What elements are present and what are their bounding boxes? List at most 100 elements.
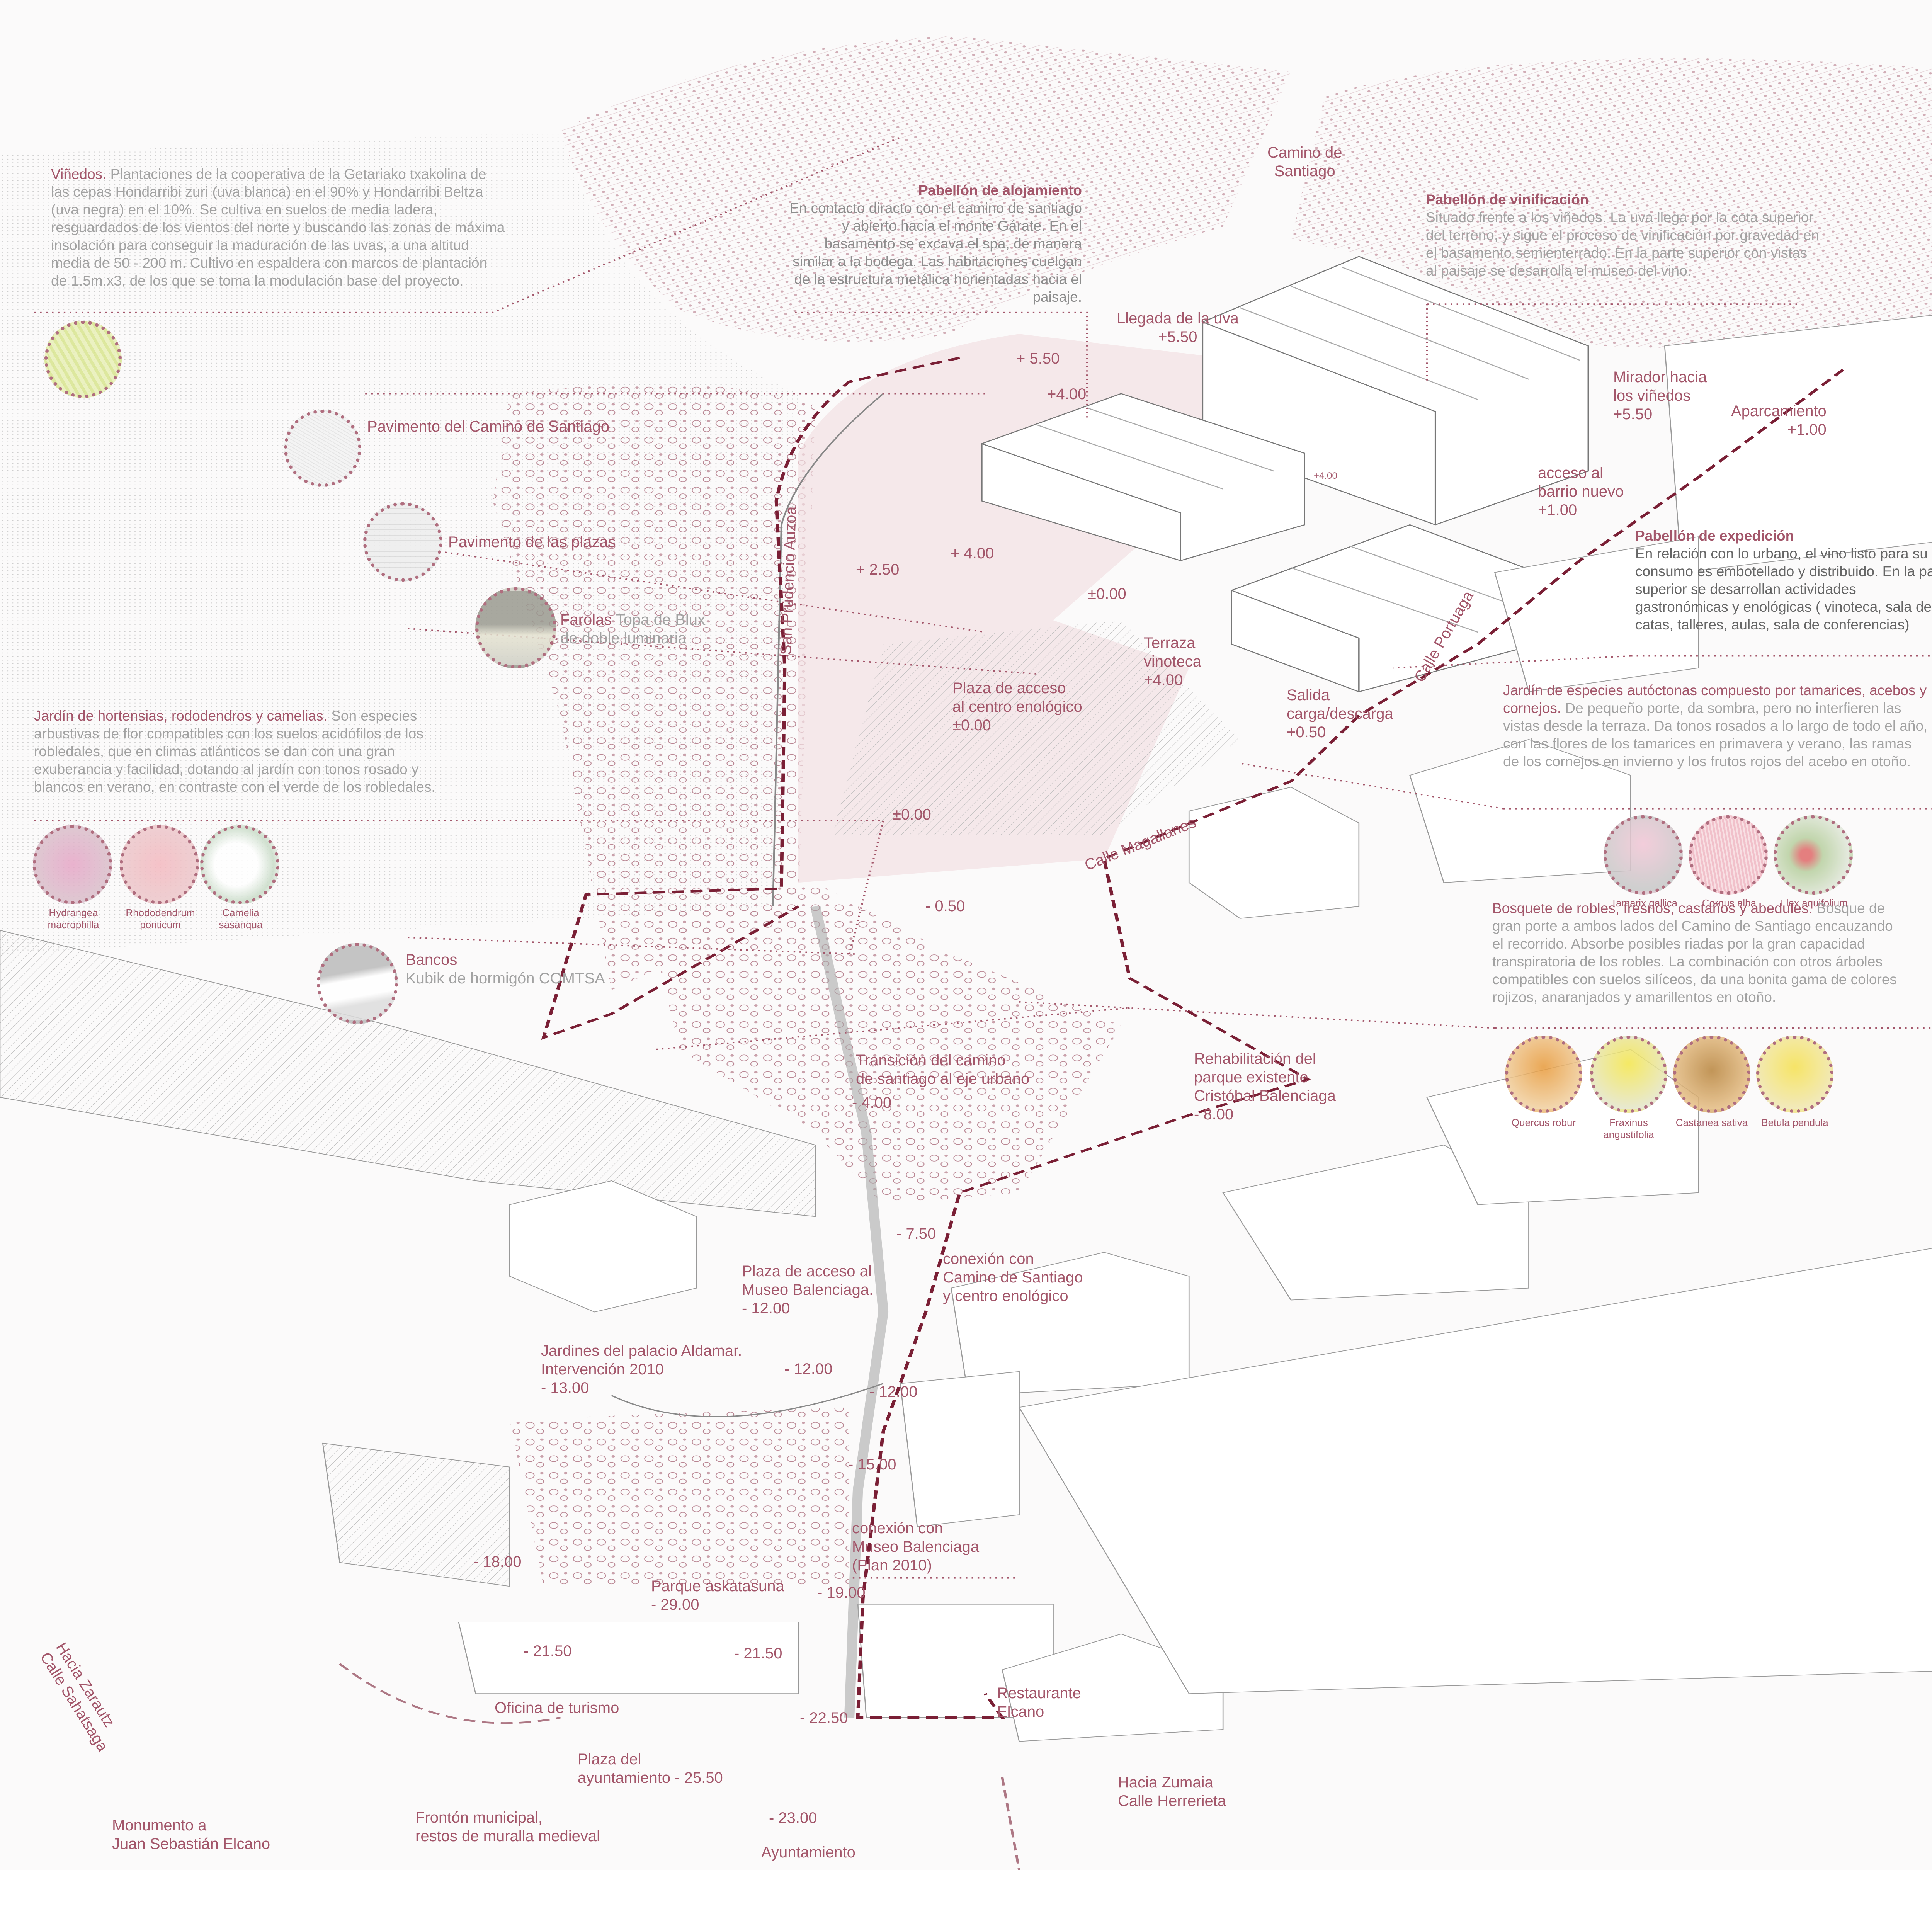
note-expedicion-title: Pabellón de expedición (1635, 528, 1794, 544)
note-jardin-hortensias: Jardín de hortensias, rododendros y came… (34, 707, 440, 796)
note-pabellon-alojamiento: Pabellón de alojamiento En contacto dirac… (784, 182, 1082, 306)
elevation-mark: - 23.00 (769, 1810, 817, 1827)
forest-south (509, 1407, 850, 1587)
label-ayuntamiento: Ayuntamiento (761, 1844, 855, 1861)
note-bosquete: Bosquete de robles, fresnos, castaños y … (1492, 900, 1902, 1006)
camelia-photo (200, 825, 279, 904)
species-label: Rhododendrum ponticum (126, 907, 195, 930)
label-hacia-zumaia: Hacia Zumaia Calle Herrerieta (1118, 1774, 1226, 1810)
project-boundary (541, 357, 1844, 1719)
note-bosquete-body: Bosque de gran porte a ambos lados del C… (1492, 900, 1897, 1005)
note-vinedos-title: Viñedos. (51, 166, 107, 182)
betula-photo (1756, 1036, 1833, 1113)
label-parque-askatasuna: Parque askatasuna - 29.00 (651, 1578, 784, 1613)
ilex-photo (1774, 815, 1853, 895)
species-label: Hydrangea macrophilla (48, 907, 99, 930)
note-autoctonas-body: De pequeño porte, da sombra, pero no int… (1503, 700, 1928, 769)
label-pavimento-plazas: Pavimento de las plazas (448, 534, 616, 551)
label-mirador: Mirador hacia los viñedos +5.50 (1613, 369, 1707, 423)
leader-lines (34, 136, 1932, 1579)
species-label: Fraxinus angustifolia (1603, 1117, 1654, 1140)
label-acceso-barrio: acceso al barrio nuevo +1.00 (1538, 464, 1624, 519)
farolas-title: Farolas (560, 611, 612, 628)
elevation-mark: + 5.50 (1016, 350, 1060, 367)
note-vinificacion-title: Pabellón de vinificación (1426, 192, 1589, 207)
plaza-paving (832, 620, 1240, 835)
label-jardines-aldamar: Jardines del palacio Aldamar. Intervenci… (541, 1342, 742, 1396)
label-pavimento-camino: Pavimento del Camino de Santiago (367, 418, 610, 435)
note-expedicion-body: En relación con lo urbano, el vino listo… (1635, 546, 1932, 633)
note-jardin-autoctonas: Jardín de especies autóctonas compuesto … (1503, 682, 1928, 770)
tamarix-photo (1604, 815, 1683, 895)
bancos-body: Kubik de hormigón COMTSA (406, 970, 605, 987)
label-fronton: Frontón municipal, restos de muralla med… (415, 1809, 600, 1845)
label-camino-santiago: Camino de Santiago (1267, 144, 1342, 180)
bancos-title: Bancos (406, 951, 457, 968)
note-alojamiento-title: Pabellón de alojamiento (918, 182, 1082, 198)
urban-buildings (0, 315, 1932, 1742)
fraxinus-photo (1590, 1036, 1667, 1113)
pabellon-alojamiento (981, 393, 1305, 561)
elevation-mark: - 21.50 (734, 1645, 782, 1662)
forest-west (492, 384, 816, 990)
road-aldamar (611, 1383, 884, 1417)
hydrangea-photo (33, 825, 112, 904)
elevation-mark: ±0.00 (1088, 585, 1126, 602)
camino-santiago-path (810, 906, 889, 1718)
label-oficina-turismo: Oficina de turismo (495, 1699, 619, 1716)
elevation-mark: - 12.00 (784, 1361, 833, 1378)
note-vinificacion-body: Situado frente a los viñedos. La uva lle… (1426, 209, 1820, 279)
label-plaza-museo: Plaza de acceso al Museo Balenciaga. - 1… (742, 1263, 874, 1317)
project-boundary-south (338, 1663, 1020, 1870)
farolas-body: Topa de Blux de doble luminaria (560, 611, 706, 647)
species-label: Betula pendula (1761, 1117, 1828, 1128)
pavimento-plazas-photo (363, 502, 442, 582)
elevation-mark: - 21.50 (524, 1643, 572, 1660)
note-hortensias-title: Jardín de hortensias, rododendros y came… (34, 708, 327, 724)
label-restaurante-elcano: Restaurante Elcano (997, 1685, 1081, 1720)
note-alojamiento-body: En contacto diracto con el camino de san… (789, 200, 1082, 305)
elevation-mark: + 4.00 (951, 545, 994, 562)
species-label: Cornus alba (1702, 897, 1757, 909)
quercus-photo (1505, 1036, 1582, 1113)
elevation-mark: ±0.00 (893, 806, 931, 823)
elevation-mark: - 12.00 (869, 1383, 918, 1400)
label-conexion-museo: conexión con Museo Balenciaga (Plan 2010… (852, 1520, 980, 1574)
label-plaza-enologico: Plaza de acceso al centro enológico ±0.0… (952, 680, 1082, 734)
elevation-mark: - 7.50 (896, 1225, 936, 1242)
calle-san-prudencio (772, 393, 884, 906)
vineyard-north (560, 36, 1291, 342)
elevation-mark: - 19.00 (817, 1584, 866, 1601)
vineyard-photo (44, 321, 122, 398)
label-plaza-ayuntamiento: Plaza del ayuntamiento - 25.50 (578, 1751, 723, 1786)
elevation-mark: - 15.00 (848, 1456, 896, 1473)
elevation-mark: - 0.50 (925, 898, 965, 915)
species-label: Quercus robur (1511, 1117, 1576, 1128)
label-terraza-vinoteca: Terraza vinoteca +4.00 (1144, 634, 1201, 689)
elevation-mark: - 22.50 (800, 1709, 848, 1726)
note-vinedos: Viñedos. Plantaciones de la cooperativa … (51, 165, 507, 290)
label-rehabilitacion-parque: Rehabilitación del parque existente Cris… (1194, 1050, 1336, 1123)
species-label: Camelia sasanqua (219, 907, 263, 930)
elevation-mark: +4.00 (1314, 471, 1337, 481)
note-vinedos-body: Plantaciones de la cooperativa de la Get… (51, 166, 505, 289)
note-bosquete-title: Bosquete de robles, fresnos, castaños y … (1492, 900, 1813, 916)
elevation-mark: +4.00 (1047, 386, 1087, 403)
farolas-photo (475, 587, 556, 668)
label-llegada-uva: Llegada de la uva +5.50 (1117, 310, 1239, 345)
label-farolas: Farolas Topa de Blux de doble luminaria (560, 611, 705, 648)
species-label: Tamarix gallica (1611, 897, 1677, 909)
label-transicion: Transición del camino de santiago al eje… (856, 1052, 1030, 1087)
elevation-mark: - 4.00 (852, 1094, 892, 1111)
note-autoctonas-title: Jardín de especies autóctonas compuesto … (1503, 682, 1927, 716)
species-label: Llex aquifolium (1781, 897, 1848, 909)
label-monumento-elcano: Monumento a Juan Sebastián Elcano (112, 1817, 270, 1852)
label-salida-carga: Salida carga/descarga +0.50 (1287, 687, 1393, 741)
species-label: Castanea sativa (1675, 1117, 1748, 1128)
pabellon-expedicion (1231, 524, 1538, 692)
axonometric-drawing (0, 36, 1932, 1870)
pavimento-camino-photo (284, 410, 361, 487)
elevation-mark: + 2.50 (856, 561, 900, 578)
